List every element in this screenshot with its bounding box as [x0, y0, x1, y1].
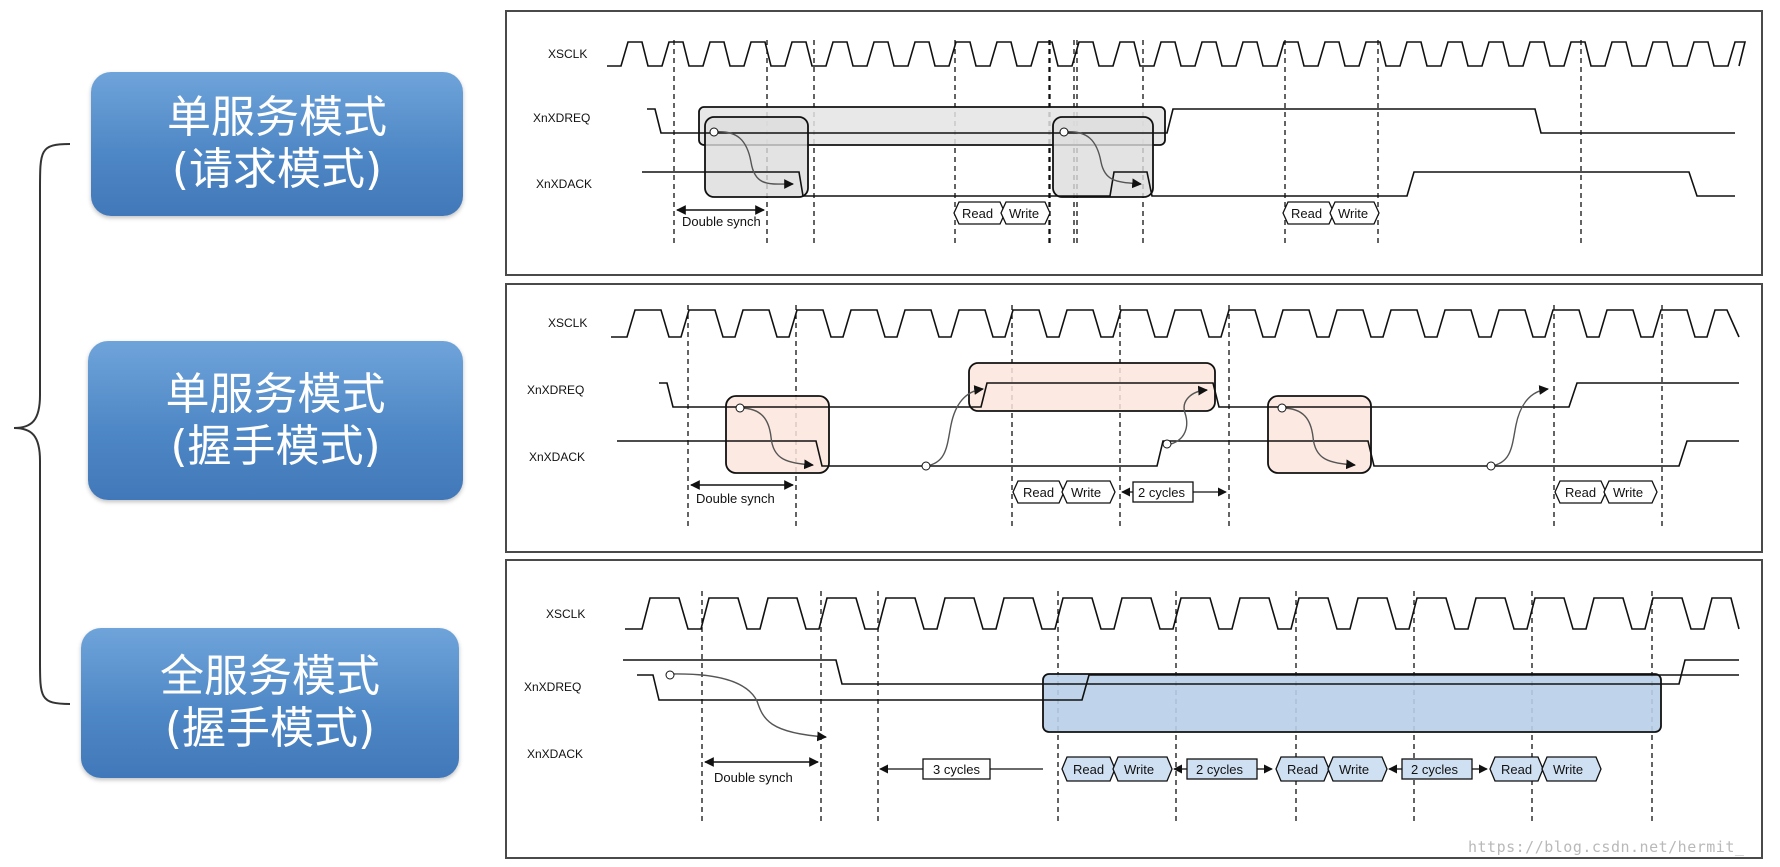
- request-waveform: [647, 108, 1735, 134]
- svg-text:Read: Read: [1023, 485, 1054, 500]
- signal-label-ack: XnXDACK: [536, 177, 592, 191]
- clock-waveform: [611, 309, 1740, 338]
- mode-button-single-request[interactable]: 单服务模式 (请求模式): [91, 72, 463, 216]
- double-synch-label: Double synch: [682, 214, 761, 229]
- rw-tags-2: Read Write: [1275, 756, 1388, 782]
- svg-text:Read: Read: [1073, 762, 1104, 777]
- clock-waveform: [607, 41, 1747, 67]
- request-waveform: [659, 382, 1739, 408]
- two-cycles-indicator: 2 cycles: [1388, 758, 1488, 780]
- mode-subtitle: (请求模式): [171, 144, 383, 195]
- cycle-markers: [687, 305, 1663, 527]
- signal-label-clock: XSCLK: [548, 47, 587, 61]
- rw-tags-1: Read Write: [1061, 756, 1173, 782]
- mode-subtitle: (握手模式): [164, 703, 376, 754]
- transfer-window-box: [1042, 673, 1662, 733]
- svg-text:Write: Write: [1071, 485, 1101, 500]
- signal-label-ack: XnXDACK: [527, 747, 583, 761]
- grouping-brace: [13, 143, 71, 705]
- rw-tags-2: Read Write: [1554, 480, 1658, 504]
- svg-text:2 cycles: 2 cycles: [1196, 762, 1243, 777]
- request-window-box: [698, 106, 1166, 146]
- clock-waveform: [625, 597, 1740, 630]
- svg-text:2 cycles: 2 cycles: [1411, 762, 1458, 777]
- double-synch-label: Double synch: [714, 770, 793, 785]
- signal-label-ack: XnXDACK: [529, 450, 585, 464]
- svg-text:Read: Read: [1291, 206, 1322, 221]
- timing-panel-single-request: XSCLK XnXDREQ XnXDACK Double synch Read …: [505, 10, 1763, 276]
- two-cycles-indicator: 2 cycles: [1121, 481, 1227, 503]
- mode-button-single-handshake[interactable]: 单服务模式 (握手模式): [88, 341, 463, 500]
- watermark: https://blog.csdn.net/hermit_: [1468, 838, 1745, 856]
- synch-box: [704, 116, 809, 198]
- svg-text:Read: Read: [1565, 485, 1596, 500]
- ack-waveform: [623, 659, 1739, 685]
- signal-label-clock: XSCLK: [548, 316, 587, 330]
- double-synch-label: Double synch: [696, 491, 775, 506]
- ack-waveform: [617, 440, 1739, 467]
- request-window-box: [968, 362, 1216, 412]
- rw-tags-1: Read Write: [953, 201, 1051, 225]
- signal-label-request: XnXDREQ: [533, 111, 590, 125]
- mode-title: 单服务模式: [167, 92, 387, 143]
- mode-button-whole-handshake[interactable]: 全服务模式 (握手模式): [81, 628, 459, 778]
- ack-waveform: [642, 171, 1735, 197]
- signal-label-request: XnXDREQ: [527, 383, 584, 397]
- svg-text:Write: Write: [1613, 485, 1643, 500]
- svg-text:Write: Write: [1009, 206, 1039, 221]
- mode-title: 单服务模式: [165, 368, 386, 420]
- signal-label-clock: XSCLK: [546, 607, 585, 621]
- two-cycles-indicator: 2 cycles: [1173, 758, 1273, 780]
- mode-title: 全服务模式: [160, 651, 380, 702]
- rw-tags-3: Read Write: [1489, 756, 1602, 782]
- svg-text:Read: Read: [1501, 762, 1532, 777]
- mode-subtitle: (握手模式): [170, 420, 381, 472]
- signal-label-request: XnXDREQ: [524, 680, 581, 694]
- three-cycles-indicator: 3 cycles: [879, 758, 1043, 780]
- svg-text:Read: Read: [1287, 762, 1318, 777]
- rw-tags-2: Read Write: [1282, 201, 1380, 225]
- timing-panel-whole-handshake: XSCLK XnXDREQ XnXDACK Double synch 3 cyc…: [505, 559, 1763, 859]
- svg-text:Write: Write: [1553, 762, 1583, 777]
- ack-box: [1052, 116, 1154, 198]
- svg-text:Write: Write: [1338, 206, 1368, 221]
- svg-text:Read: Read: [962, 206, 993, 221]
- synch-box: [725, 395, 830, 474]
- synch-box: [1267, 395, 1372, 474]
- request-waveform: [637, 674, 1739, 701]
- svg-text:3 cycles: 3 cycles: [933, 762, 980, 777]
- svg-text:Write: Write: [1124, 762, 1154, 777]
- timing-panel-single-handshake: XSCLK XnXDREQ XnXDACK Double synch Read …: [505, 283, 1763, 553]
- rw-tags-1: Read Write: [1012, 480, 1116, 504]
- svg-text:Write: Write: [1339, 762, 1369, 777]
- svg-text:2 cycles: 2 cycles: [1138, 485, 1185, 500]
